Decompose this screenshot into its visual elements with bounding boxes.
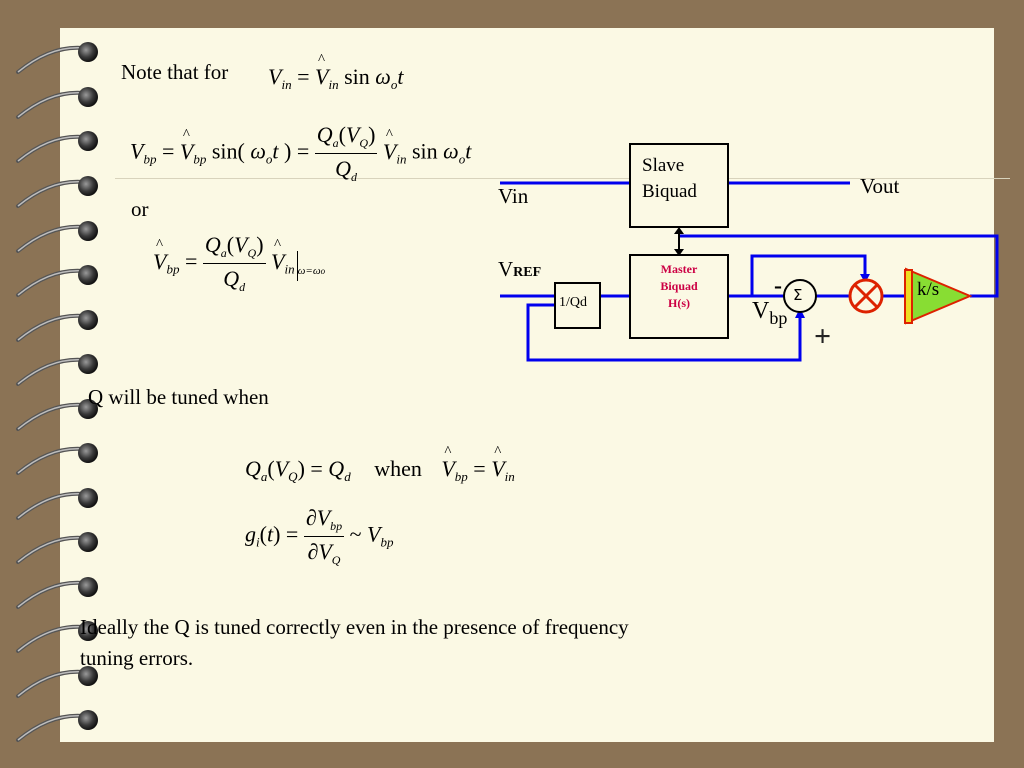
or-text: or	[131, 197, 149, 221]
ring-hole	[78, 131, 98, 151]
ring-hole	[78, 532, 98, 552]
spiral-binding	[16, 42, 98, 742]
ring-highlight	[17, 46, 85, 73]
plus-sign: +	[814, 320, 832, 353]
vin-label: Vin	[498, 184, 529, 208]
qd-box	[554, 282, 601, 329]
bias-to-mult-wire	[750, 254, 867, 296]
ring-highlight	[17, 714, 85, 741]
ring-hole	[78, 221, 98, 241]
note-that-for-text: Note that for	[121, 60, 229, 84]
ring-highlight	[17, 314, 85, 341]
vout-label: Vout	[860, 174, 900, 198]
ring-highlight	[17, 91, 85, 118]
master-biquad-label-3: H(s)	[668, 296, 690, 310]
ring-hole	[78, 621, 98, 641]
ring-hole	[78, 710, 98, 730]
ring-hole	[78, 577, 98, 597]
when-text: when	[374, 456, 422, 481]
ring-highlight	[17, 403, 85, 430]
ring-hole	[78, 666, 98, 686]
ring-hole	[78, 310, 98, 330]
ideally-text-line2: tuning errors.	[80, 646, 194, 670]
notebook-page	[60, 28, 994, 742]
ring-highlight	[17, 536, 85, 563]
ring-hole	[78, 399, 98, 419]
qd-label: 1/Qd	[559, 295, 587, 310]
equation-vbp-expression: Vbp = Vbp sin( ωot ) = Qa(VQ)Qd Vin sin …	[130, 122, 471, 185]
slave-biquad-label-1: Slave	[642, 155, 685, 176]
integrator-label: k/s	[917, 279, 940, 300]
ring-hole	[78, 87, 98, 107]
q-tuned-when-text: Q will be tuned when	[88, 385, 269, 409]
equation-vin-definition: Vin = Vin sin ωot	[268, 52, 403, 93]
integrator-bar	[904, 269, 913, 324]
slave-biquad-box	[629, 143, 729, 228]
sigma-symbol: Σ	[793, 286, 803, 304]
ring-highlight	[17, 180, 85, 207]
ring-highlight	[17, 447, 85, 474]
ring-hole	[78, 354, 98, 374]
multiplier-cross-b	[853, 283, 879, 309]
master-biquad-label-2: Biquad	[660, 279, 698, 293]
ring-highlight	[17, 625, 85, 652]
ring-hole	[78, 443, 98, 463]
integrator-out-wire	[680, 234, 999, 298]
slave-biquad-label-2: Biquad	[642, 181, 697, 202]
ideally-text-line1: Ideally the Q is tuned correctly even in…	[80, 615, 629, 639]
master-biquad-box	[629, 254, 729, 339]
page-rule-line	[115, 178, 1010, 179]
ring-hole	[78, 176, 98, 196]
master-biquad-label-1: Master	[660, 262, 698, 276]
ring-hole	[78, 265, 98, 285]
ring-hole	[78, 42, 98, 62]
ring-hole	[78, 488, 98, 508]
ring-highlight	[17, 135, 85, 162]
tuning-link-head-down	[674, 249, 684, 256]
ring-highlight	[17, 225, 85, 252]
vref-label: VREF	[498, 257, 542, 281]
wires	[500, 181, 999, 362]
feedback-loop-wire	[526, 303, 802, 362]
ring-highlight	[17, 358, 85, 385]
minus-sign: -	[774, 273, 782, 299]
equation-gradient: gi(t) = ∂Vbp∂VQ ~ Vbp	[245, 505, 394, 567]
arrowhead-mult	[860, 274, 870, 283]
ring-highlight	[17, 670, 85, 697]
ring-highlight	[17, 269, 85, 296]
tuning-link-head-up	[674, 227, 684, 234]
ring-highlight	[17, 492, 85, 519]
equation-tuning-condition: Qa(VQ) = Qd when Vbp = Vin	[245, 444, 515, 485]
summing-junction	[783, 279, 817, 313]
ring-highlight	[17, 581, 85, 608]
vbp-label: Vbp	[752, 298, 788, 328]
